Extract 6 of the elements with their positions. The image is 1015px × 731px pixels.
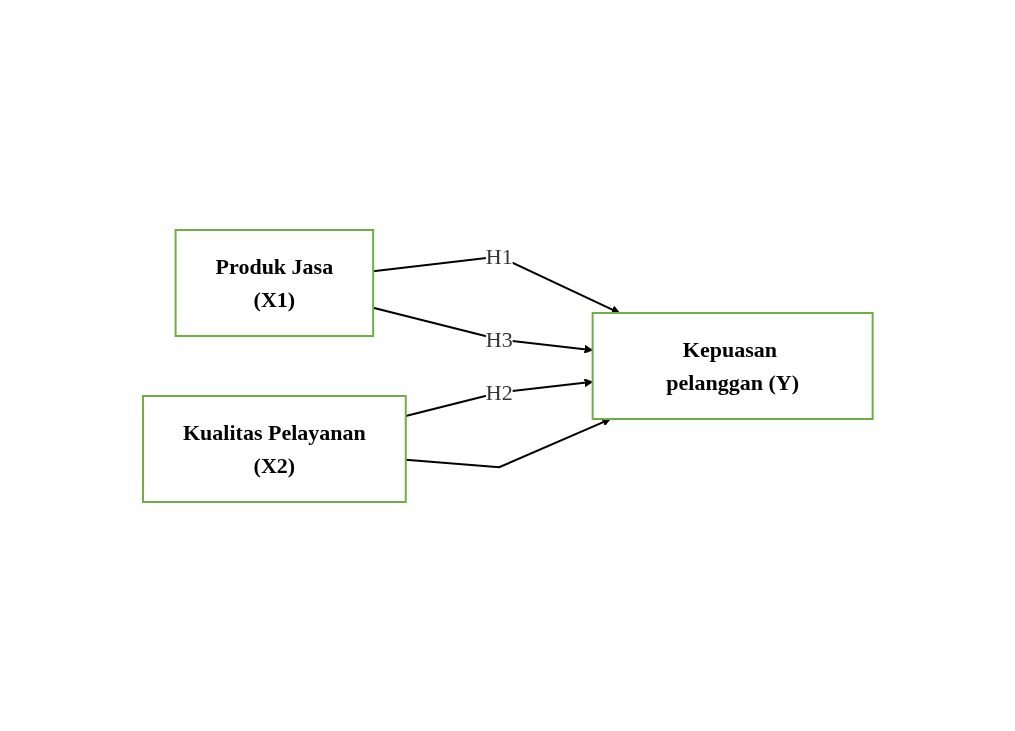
node-box: Kepuasan pelanggan (Y): [591, 311, 874, 420]
node-box: Produk Jasa (X1): [174, 228, 374, 337]
edge-label: H1: [485, 243, 513, 269]
node-box: Kualitas Pelayanan (X2): [141, 394, 407, 503]
edge-label: H3: [485, 326, 513, 352]
edge-label: H2: [485, 379, 513, 405]
